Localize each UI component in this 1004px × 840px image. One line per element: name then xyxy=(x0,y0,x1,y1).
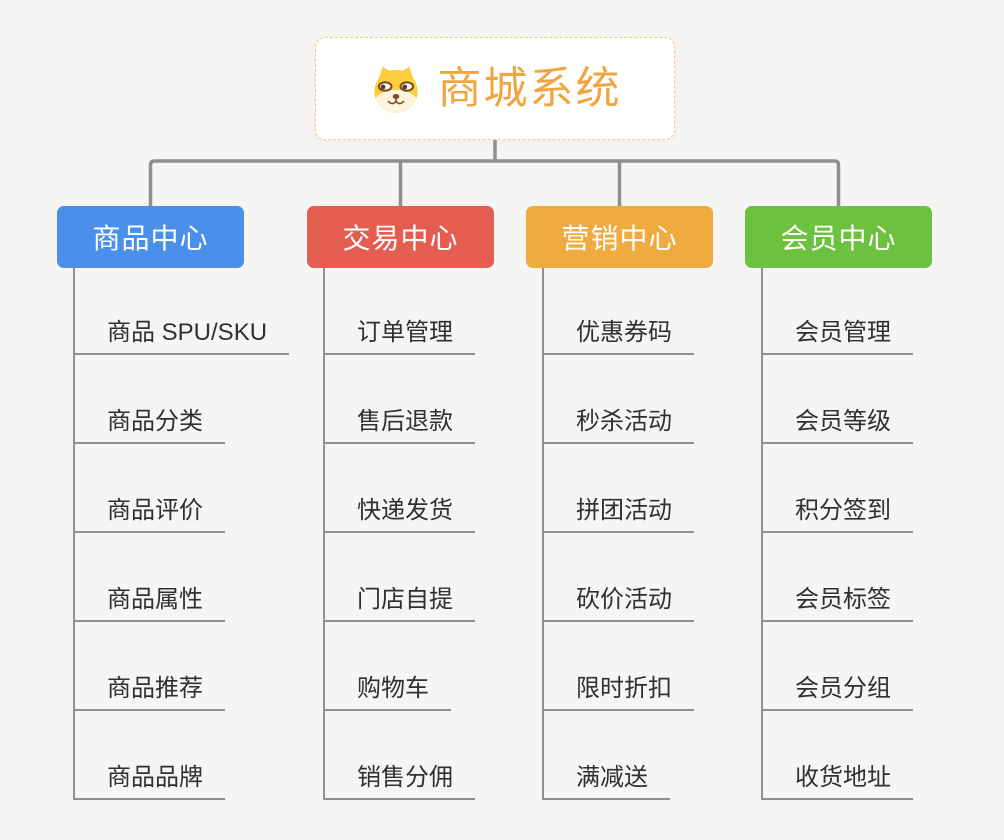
sub-item[interactable]: 积分签到 xyxy=(763,487,913,533)
sub-item[interactable]: 购物车 xyxy=(325,665,451,711)
sub-item[interactable]: 商品推荐 xyxy=(75,665,225,711)
sub-item[interactable]: 销售分佣 xyxy=(325,754,475,800)
branch-column-1: 商品 SPU/SKU 商品分类商品评价商品属性商品推荐商品品牌 xyxy=(73,268,290,800)
sub-item[interactable]: 商品属性 xyxy=(75,576,225,622)
branch-box-2[interactable]: 交易中心 xyxy=(307,206,494,268)
sub-item[interactable]: 订单管理 xyxy=(325,309,475,355)
root-title: 商城系统 xyxy=(437,63,622,113)
sub-item[interactable]: 会员分组 xyxy=(763,665,913,711)
root-node[interactable]: 商城系统 xyxy=(315,37,675,140)
sub-item[interactable]: 售后退款 xyxy=(325,398,475,444)
branch-column-4: 会员管理会员等级积分签到会员标签会员分组收货地址 xyxy=(761,268,971,800)
sub-item[interactable]: 满减送 xyxy=(544,754,670,800)
sub-item[interactable]: 商品分类 xyxy=(75,398,225,444)
sub-item[interactable]: 优惠券码 xyxy=(544,309,694,355)
sub-item[interactable]: 限时折扣 xyxy=(544,665,694,711)
branch-column-3: 优惠券码秒杀活动拼团活动砍价活动限时折扣满减送 xyxy=(542,268,752,800)
sub-item[interactable]: 收货地址 xyxy=(763,754,913,800)
sub-item[interactable]: 秒杀活动 xyxy=(544,398,694,444)
shiba-dog-icon xyxy=(373,66,418,113)
branch-column-2: 订单管理售后退款快递发货门店自提购物车销售分佣 xyxy=(323,268,533,800)
sub-item[interactable]: 快递发货 xyxy=(325,487,475,533)
sub-item[interactable]: 会员管理 xyxy=(763,309,913,355)
branch-box-1[interactable]: 商品中心 xyxy=(57,206,244,268)
sub-item[interactable]: 会员标签 xyxy=(763,576,913,622)
sub-item[interactable]: 会员等级 xyxy=(763,398,913,444)
branch-box-3[interactable]: 营销中心 xyxy=(526,206,713,268)
branch-box-4[interactable]: 会员中心 xyxy=(745,206,932,268)
sub-item[interactable]: 门店自提 xyxy=(325,576,475,622)
sub-item[interactable]: 砍价活动 xyxy=(544,576,694,622)
sub-item[interactable]: 拼团活动 xyxy=(544,487,694,533)
sub-item[interactable]: 商品评价 xyxy=(75,487,225,533)
sub-item[interactable]: 商品 SPU/SKU xyxy=(75,309,290,355)
sub-item[interactable]: 商品品牌 xyxy=(75,754,225,800)
